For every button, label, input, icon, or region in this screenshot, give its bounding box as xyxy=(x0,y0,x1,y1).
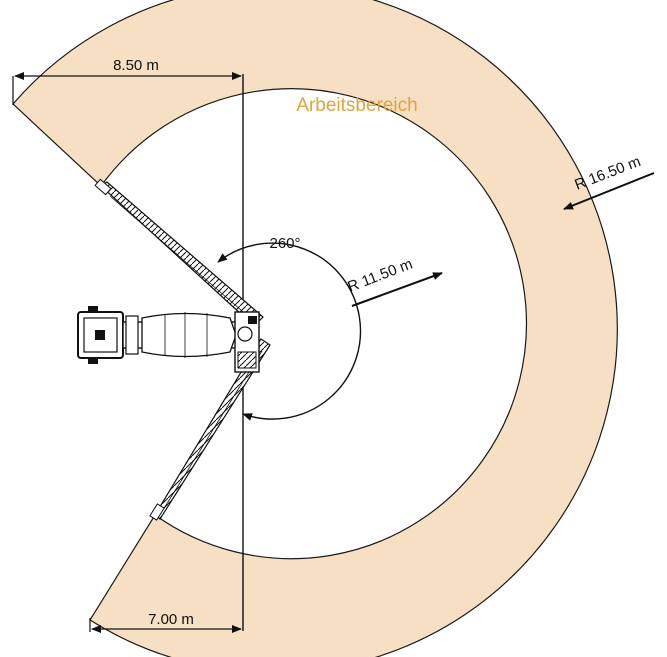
bottom-offset-dimension: 7.00 m xyxy=(89,611,242,633)
boom-arm-lower-icon xyxy=(149,338,271,521)
inner-radius-indicator: R 11.50 m xyxy=(345,255,443,307)
rotation-angle-label: 260° xyxy=(269,235,300,252)
boom-arm-icon xyxy=(94,178,264,327)
rotation-range-indicator: 260° xyxy=(217,235,362,421)
outer-radius-label: R 16.50 m xyxy=(572,153,643,194)
bottom-offset-label: 7.00 m xyxy=(148,611,194,628)
concrete-pump-truck-icon xyxy=(77,306,260,373)
top-offset-dimension: 8.50 m xyxy=(12,57,242,105)
work-area-label: Arbeitsbereich xyxy=(296,95,417,116)
work-area-zone xyxy=(12,0,618,657)
inner-radius-label: R 11.50 m xyxy=(345,255,415,295)
top-offset-label: 8.50 m xyxy=(113,57,159,74)
